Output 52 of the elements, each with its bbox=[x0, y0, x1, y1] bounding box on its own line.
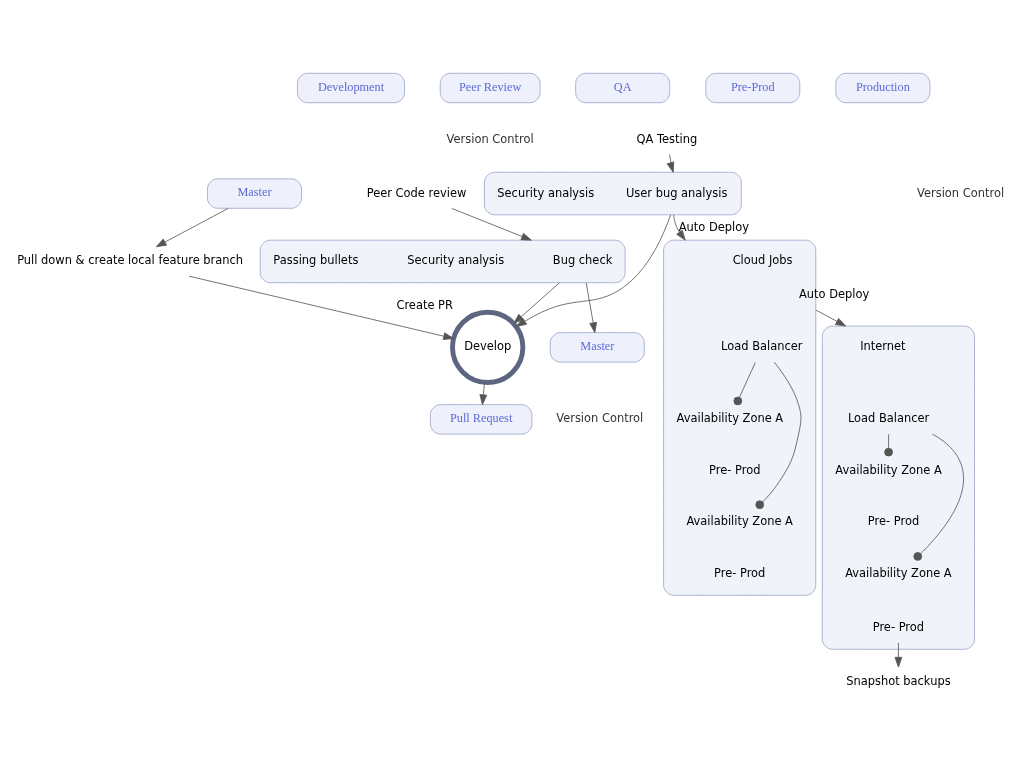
node-box: Production bbox=[835, 72, 931, 103]
node-text: Load Balancer bbox=[847, 410, 930, 425]
node-text: Peer Code review bbox=[366, 185, 467, 200]
node-box: Master bbox=[207, 177, 302, 209]
arrow bbox=[155, 207, 229, 247]
arrow bbox=[673, 213, 686, 241]
node-text: Snapshot backups bbox=[846, 673, 951, 688]
arrow bbox=[513, 281, 560, 324]
cluster bbox=[484, 171, 742, 215]
node-text: Security analysis bbox=[407, 252, 505, 267]
node-text: Availability Zone A bbox=[845, 565, 952, 580]
arrow bbox=[894, 641, 903, 667]
node-text: Pre- Prod bbox=[709, 462, 761, 477]
connector bbox=[755, 361, 802, 509]
arrow bbox=[451, 207, 532, 241]
cluster bbox=[821, 325, 975, 650]
node-box: Pull Request bbox=[430, 403, 533, 434]
arrow bbox=[188, 275, 454, 340]
node-text: Bug check bbox=[552, 252, 613, 267]
node-text: Pull down & create local feature branch bbox=[17, 252, 244, 267]
node-text: Passing bullets bbox=[273, 252, 359, 267]
node-box: Peer Review bbox=[439, 72, 541, 103]
connector bbox=[733, 361, 756, 405]
label: Version Control bbox=[446, 131, 534, 146]
connector bbox=[884, 433, 893, 456]
connector bbox=[913, 433, 964, 561]
node-text: Cloud Jobs bbox=[732, 252, 793, 267]
node-text: Pre- Prod bbox=[867, 513, 920, 528]
node-text: Load Balancer bbox=[721, 338, 803, 353]
node-text: Internet bbox=[860, 338, 906, 353]
edge-label: Auto Deploy bbox=[799, 286, 870, 301]
node-text: User bug analysis bbox=[625, 185, 728, 200]
label: Version Control bbox=[917, 185, 1005, 200]
arrow bbox=[585, 281, 597, 333]
node-text: Availability Zone A bbox=[835, 462, 942, 477]
node-text: Pre- Prod bbox=[872, 619, 925, 634]
node-text: Security analysis bbox=[497, 185, 595, 200]
arrow bbox=[515, 213, 672, 327]
node-text: QA Testing bbox=[636, 131, 698, 146]
node-text: Pre- Prod bbox=[714, 565, 766, 580]
node-box: Master bbox=[549, 331, 645, 362]
arrow bbox=[815, 309, 847, 326]
label: Version Control bbox=[556, 410, 644, 425]
node-box: Development bbox=[297, 72, 406, 103]
cluster bbox=[259, 239, 626, 283]
node-label: Create PR bbox=[396, 297, 453, 312]
node-box: Pre-Prod bbox=[705, 72, 801, 103]
node-text: Availability Zone A bbox=[686, 513, 793, 528]
node-box: QA bbox=[575, 72, 671, 103]
arrow bbox=[479, 381, 488, 405]
node-text: Availability Zone A bbox=[676, 410, 784, 425]
edge-label: Auto Deploy bbox=[678, 219, 750, 234]
